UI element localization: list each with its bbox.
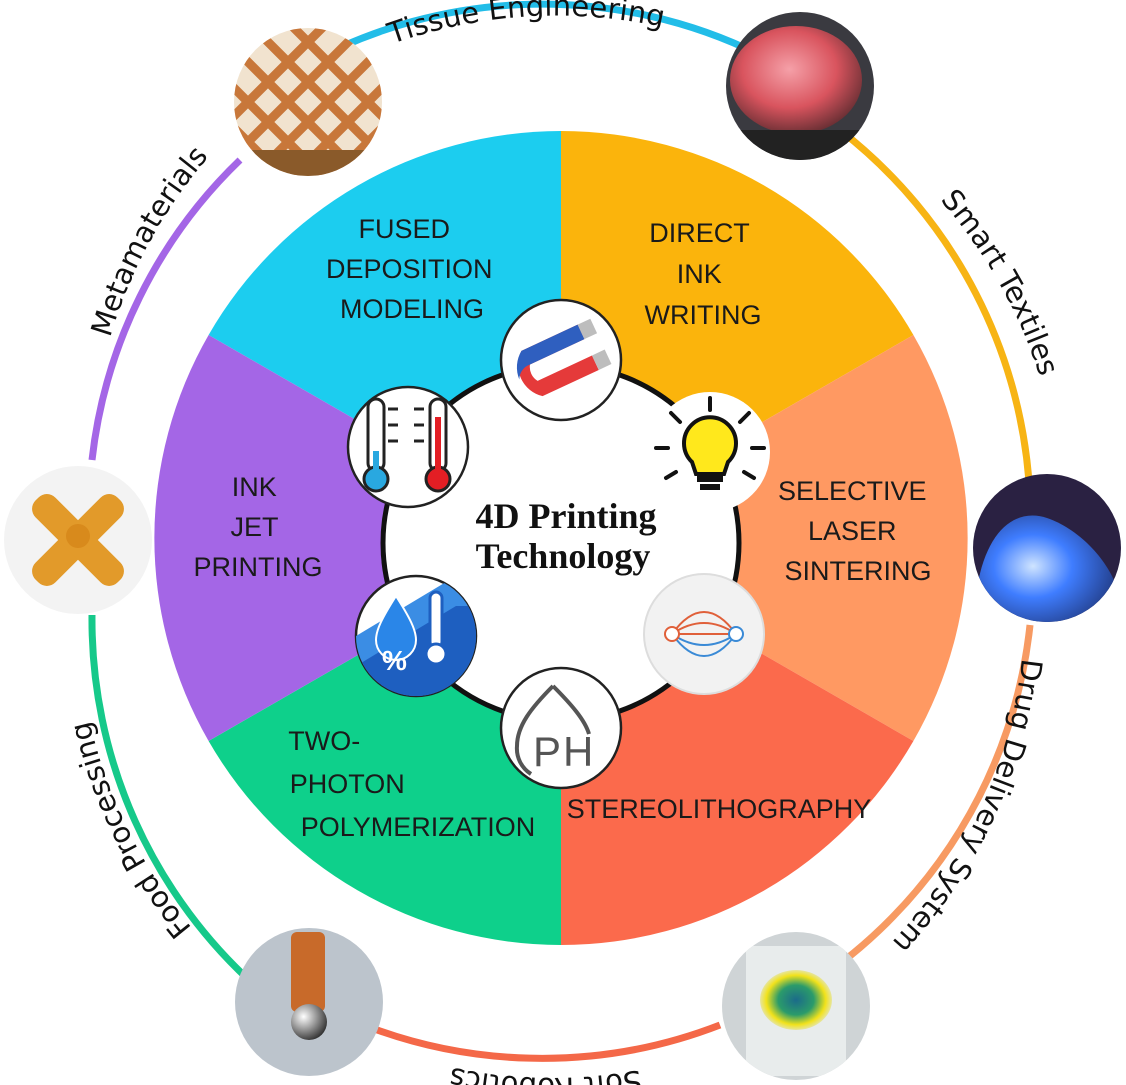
app-photo-soft-robotics bbox=[235, 928, 383, 1076]
soft-gripper-photo bbox=[291, 932, 327, 1040]
stimulus-electric-field bbox=[643, 573, 765, 695]
svg-text:%: % bbox=[382, 645, 407, 676]
humidity-icon: % bbox=[356, 576, 476, 696]
lattice-structure-photo bbox=[760, 970, 832, 1030]
ring-arc-soft bbox=[338, 1011, 722, 1062]
blue-hydrogel-photo bbox=[977, 515, 1117, 622]
center-title-line1: 4D Printing bbox=[475, 496, 656, 536]
segment-label-fdm: FUSED DEPOSITION MODELING bbox=[326, 214, 500, 324]
label-tissue-engineering: Tissue Engineering bbox=[382, 0, 668, 51]
tissue-scaffold-photo bbox=[234, 28, 382, 176]
ring-arc-tissue bbox=[303, 0, 762, 69]
electric-field-icon bbox=[664, 611, 744, 657]
stimulus-ph: P H bbox=[499, 666, 623, 790]
svg-text:P: P bbox=[533, 728, 561, 775]
segment-sls bbox=[561, 335, 968, 741]
light-bulb-icon bbox=[654, 396, 766, 490]
segment-labels: FUSED DEPOSITION MODELING DIRECT INK WRI… bbox=[193, 214, 934, 842]
stimulus-magnet bbox=[499, 298, 623, 422]
segment-label-sla: STEREOLITHOGRAPHY bbox=[567, 794, 872, 824]
stimulus-humidity: % bbox=[354, 574, 478, 698]
center-title-line2: Technology bbox=[476, 536, 651, 576]
ph-icon: P H bbox=[514, 684, 593, 776]
segment-ijp bbox=[154, 335, 561, 741]
label-food-processing: Food Processing bbox=[63, 719, 197, 945]
stimulus-thermometer bbox=[346, 385, 470, 509]
ring-arc-meta bbox=[88, 157, 243, 461]
ring-arc-smart bbox=[837, 127, 1034, 501]
ring-arc-food bbox=[88, 614, 263, 993]
svg-text:H: H bbox=[563, 728, 593, 775]
app-photo-tissue bbox=[234, 28, 382, 176]
outer-ring bbox=[88, 0, 1034, 1062]
app-photo-drug-delivery bbox=[973, 474, 1121, 622]
segment-label-ijp: INK JET PRINTING bbox=[193, 472, 322, 582]
app-photo-food-processing bbox=[4, 466, 152, 614]
magnet-icon bbox=[516, 318, 612, 397]
thermometer-icon bbox=[362, 397, 452, 493]
heart-model-photo bbox=[730, 26, 862, 134]
ring-arc-drug bbox=[808, 624, 1034, 988]
stimulus-light bbox=[650, 392, 770, 512]
printed-food-photo bbox=[32, 494, 124, 586]
segment-label-diw: DIRECT INK WRITING bbox=[645, 218, 762, 330]
app-photo-smart-textiles bbox=[726, 12, 874, 160]
label-soft-robotics: Soft Robotics bbox=[446, 1061, 644, 1085]
segment-label-tpp: TWO- PHOTON POLYMERIZATION bbox=[288, 726, 535, 842]
label-metamaterials: Metamaterials bbox=[84, 139, 214, 340]
segment-label-sls: SELECTIVE LASER SINTERING bbox=[778, 476, 934, 586]
app-photo-metamaterials bbox=[722, 932, 870, 1080]
